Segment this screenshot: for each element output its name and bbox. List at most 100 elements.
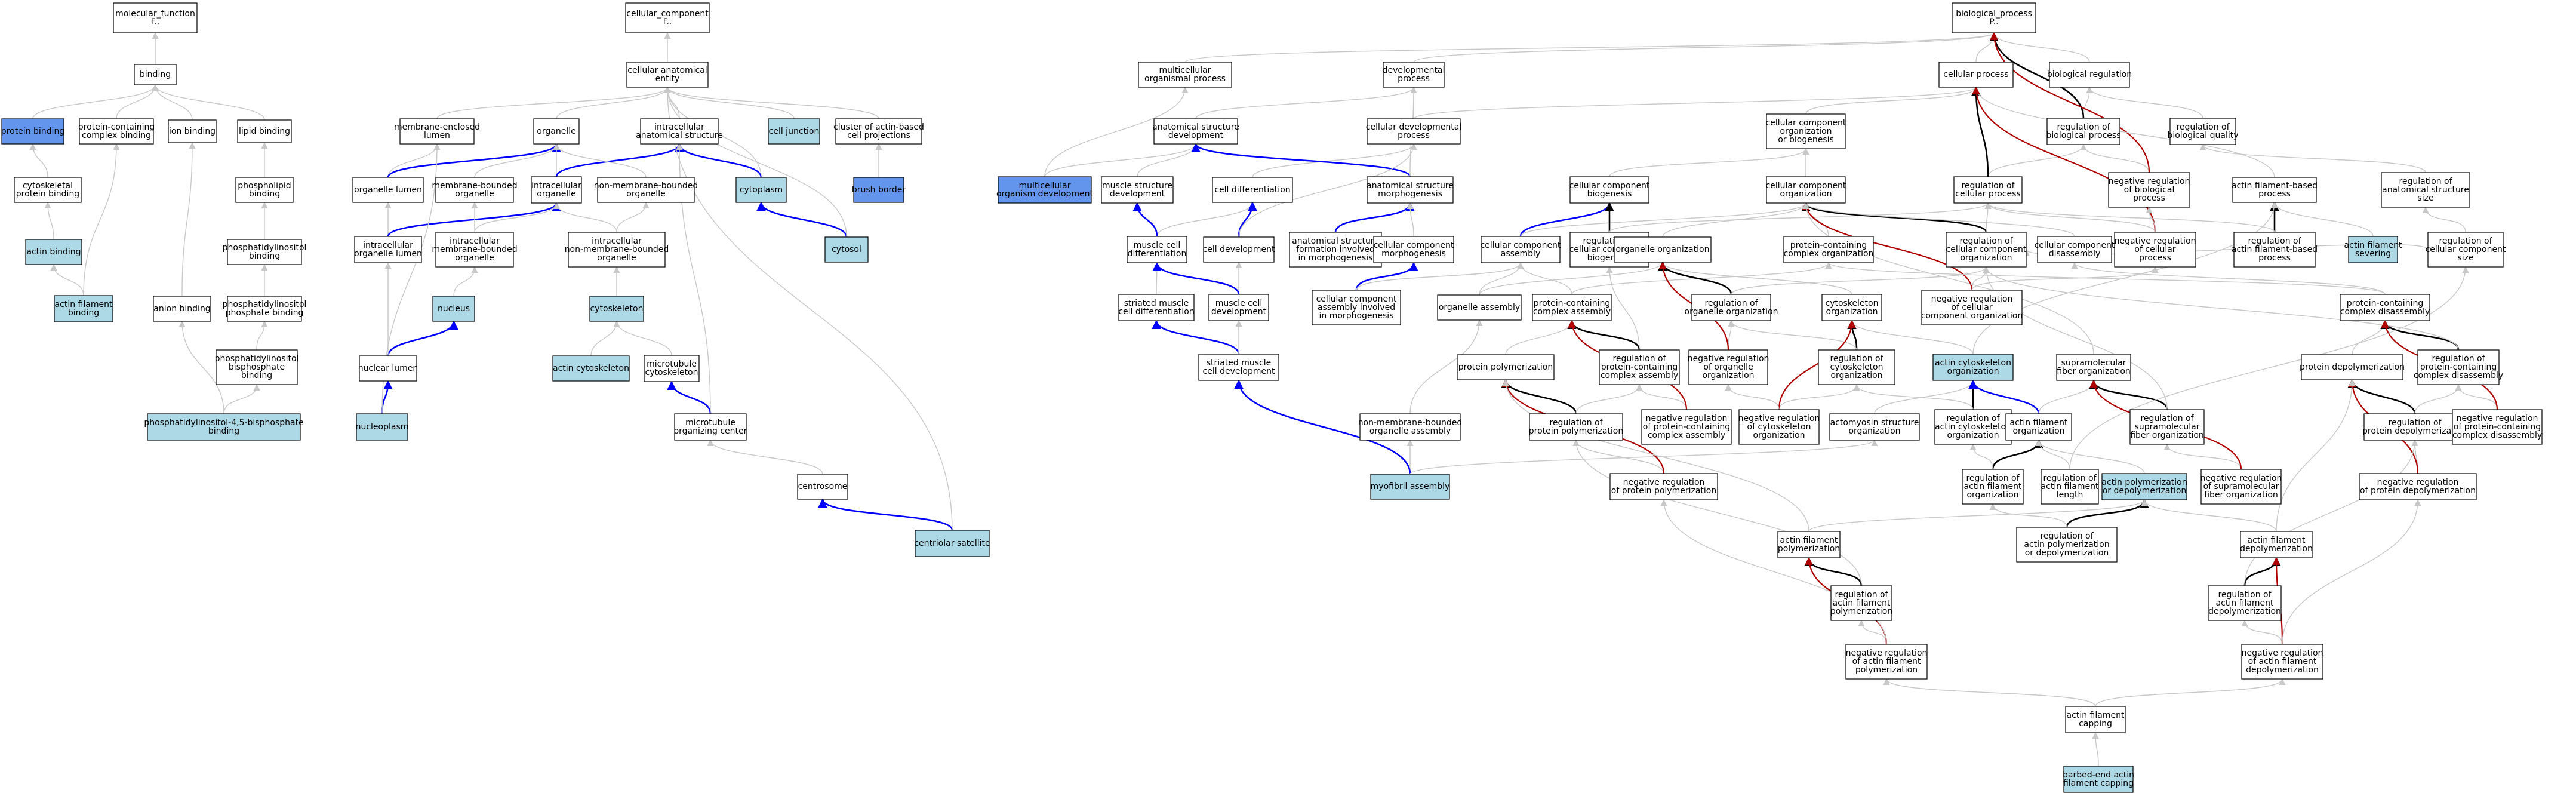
go-term-node[interactable]: centrosome — [797, 474, 848, 500]
go-term-node[interactable]: cytoplasm — [735, 177, 787, 203]
go-term-node[interactable]: centriolar satellite — [914, 530, 990, 557]
go-term-node[interactable]: nucleus — [432, 296, 475, 322]
go-term-node[interactable]: organelle organization — [1614, 236, 1712, 263]
go-term-node[interactable]: nuclear lumen — [358, 355, 418, 382]
go-term-node[interactable]: phosphatidylinositol-4,5-bisphosphatebin… — [144, 413, 304, 441]
go-term-node[interactable]: organelle lumen — [352, 177, 424, 203]
go-term-node[interactable]: cellular process — [1938, 62, 2014, 88]
go-term-node[interactable]: cytoskeleton — [589, 296, 644, 322]
go-term-node[interactable]: anion binding — [153, 296, 211, 322]
go-term-node[interactable]: myofibril assembly — [1370, 474, 1450, 500]
go-term-node[interactable]: binding — [134, 64, 177, 85]
go-term-node[interactable]: intracellularnon-membrane-boundedorganel… — [565, 232, 669, 268]
go-term-node[interactable]: cell development — [1203, 236, 1275, 263]
go-term-node[interactable]: cell junction — [768, 118, 820, 145]
go-term-node[interactable]: brush border — [852, 177, 906, 203]
go-term-node[interactable]: actin binding — [25, 239, 82, 265]
go-term-node[interactable]: biological regulation — [2047, 62, 2132, 88]
go-term-node[interactable]: ion binding — [168, 119, 217, 143]
go-term-node[interactable]: cell differentiation — [1212, 177, 1293, 203]
go-term-node[interactable]: protein depolymerization — [2300, 354, 2405, 380]
go-term-node[interactable]: nucleoplasm — [356, 413, 409, 441]
go-term-node[interactable]: organelle assembly — [1437, 294, 1522, 321]
go-term-node[interactable]: organelle — [533, 118, 580, 145]
